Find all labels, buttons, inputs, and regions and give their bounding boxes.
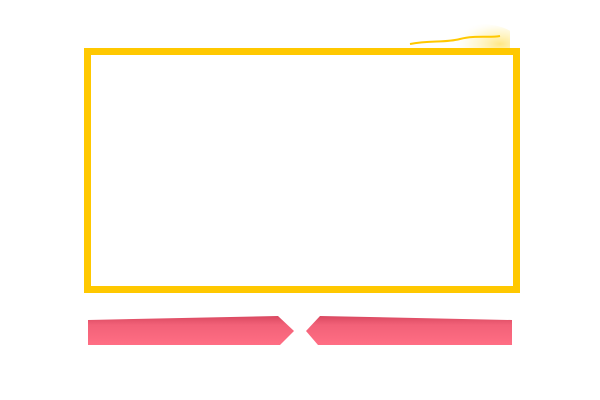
content-frame	[84, 48, 520, 293]
chevron-left-arrow-icon	[88, 316, 294, 345]
previous-button[interactable]: chevron-left-arrow-icon	[86, 315, 296, 347]
next-button[interactable]: chevron-right-arrow-icon	[304, 315, 514, 347]
chevron-right-arrow-icon	[306, 316, 512, 345]
